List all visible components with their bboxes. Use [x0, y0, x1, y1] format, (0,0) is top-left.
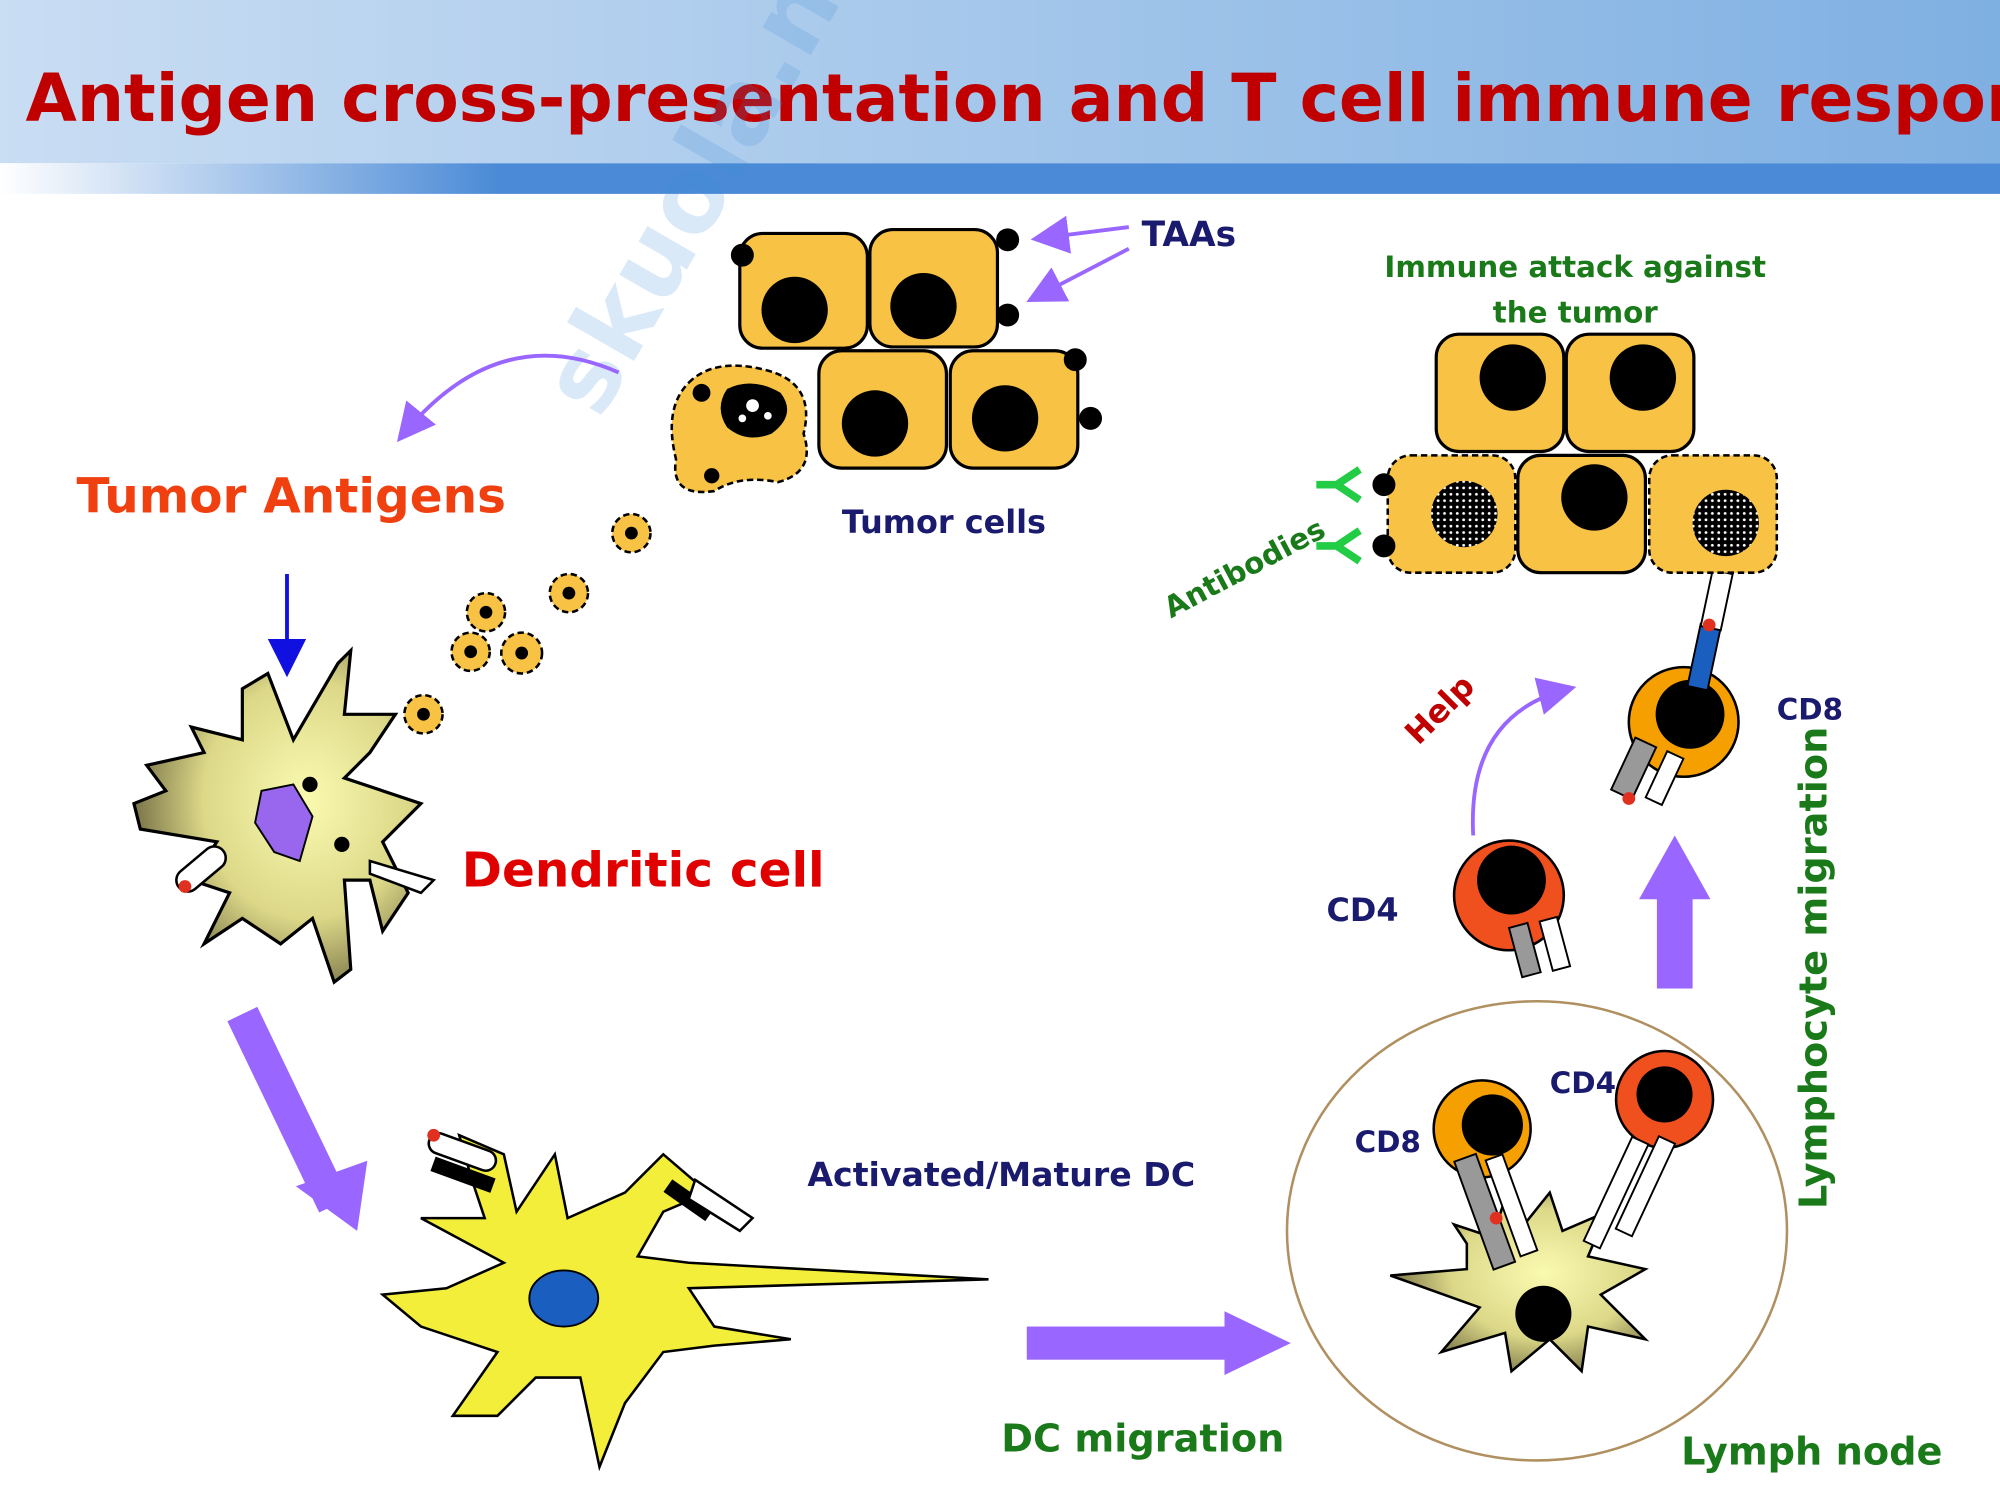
taas-arrow-1 — [1030, 215, 1130, 254]
label-dendritic-cell: Dendritic cell — [462, 842, 825, 898]
label-help: Help — [1397, 667, 1482, 752]
lymphocyte-arrow-shaft — [1656, 892, 1693, 989]
label-dc-migration: DC migration — [1001, 1417, 1284, 1462]
header-stripe — [0, 163, 2000, 194]
slide-title: Antigen cross-presentation and T cell im… — [26, 59, 2000, 137]
taas-arrow-2 — [1026, 247, 1130, 303]
label-tumor-antigens: Tumor Antigens — [77, 469, 506, 525]
attacked-tumor-cells — [1372, 332, 1779, 575]
lymphocyte-arrow-head — [1639, 835, 1711, 900]
label-lymphocyte-migration: Lymphocyte migration — [1792, 727, 1837, 1210]
antibody-icons — [1316, 466, 1362, 565]
curved-arrow-antigens — [396, 353, 620, 443]
header-background — [0, 0, 2000, 164]
help-arrow — [1470, 677, 1577, 836]
dendritic-cell-illustration — [132, 646, 437, 985]
cd4-t-cell — [1452, 839, 1572, 979]
lymph-node-contents — [1389, 1049, 1715, 1374]
antigen-fragments — [403, 512, 652, 735]
dc-migration-arrow-shaft — [1026, 1326, 1231, 1360]
label-activated-dc: Activated/Mature DC — [807, 1155, 1195, 1194]
label-immune-attack-1: Immune attack against — [1384, 250, 1766, 284]
label-immune-attack-2: the tumor — [1493, 296, 1659, 330]
maturation-arrow-shaft — [227, 1006, 350, 1213]
label-taas: TAAs — [1142, 215, 1237, 255]
maturation-arrow-head — [295, 1160, 368, 1231]
label-cd4-node: CD4 — [1550, 1066, 1616, 1100]
tumor-cells — [670, 227, 1103, 494]
label-cd4-mid: CD4 — [1327, 891, 1399, 929]
lymph-node-circle — [1285, 999, 1789, 1462]
label-cd8-top: CD8 — [1777, 692, 1843, 726]
label-tumor-cells: Tumor cells — [842, 503, 1046, 541]
cd8-t-cell — [1609, 568, 1740, 807]
dc-migration-arrow-head — [1224, 1311, 1291, 1375]
mature-dc-illustration — [379, 1128, 989, 1472]
label-antibodies: Antibodies — [1158, 512, 1330, 625]
label-cd8-node: CD8 — [1355, 1125, 1421, 1159]
label-lymph-node: Lymph node — [1681, 1429, 1942, 1474]
